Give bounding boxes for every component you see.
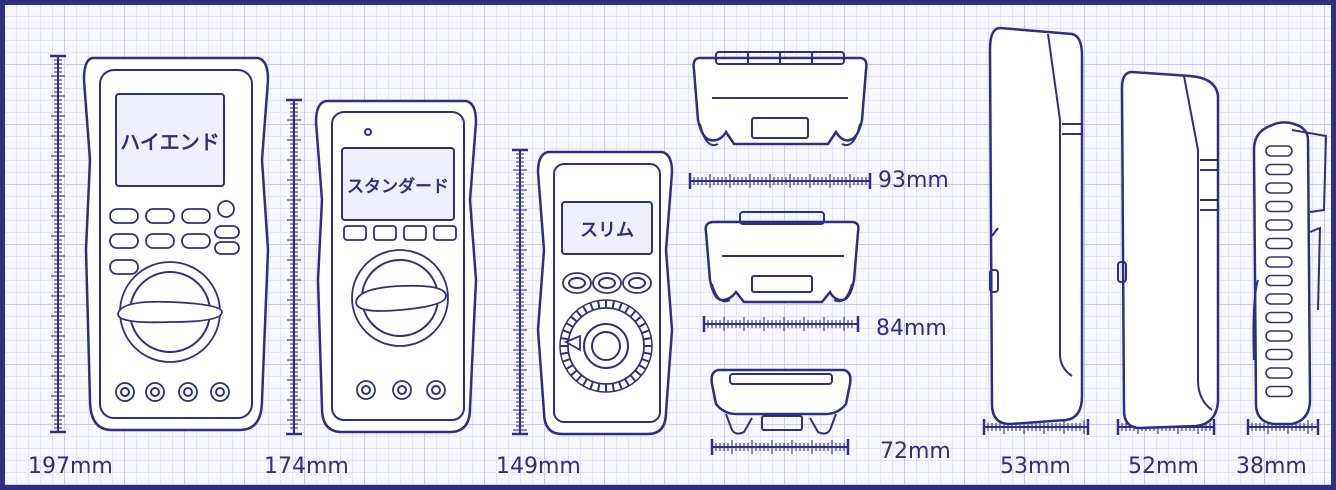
- depth-label-high-end: 53mm: [1000, 454, 1071, 479]
- depth-label-slim: 38mm: [1236, 454, 1307, 479]
- width-ruler-high-end: [688, 173, 872, 189]
- high-end-buttons: [109, 200, 240, 275]
- high-end-label: ハイエンド: [120, 130, 219, 154]
- slim-rotary-dial: [567, 307, 645, 385]
- slim-dial-knurl: [559, 299, 653, 393]
- height-ruler-standard: [286, 98, 302, 436]
- standard-buttons: [343, 225, 457, 241]
- height-ruler-slim: [512, 148, 528, 436]
- width-label-slim: 72mm: [880, 439, 951, 464]
- top-view-standard: [704, 211, 860, 304]
- top-view-slim: [710, 368, 852, 435]
- standard-meter: スタンダード: [314, 99, 478, 434]
- high-end-jack-3: [178, 382, 198, 402]
- slim-screen: [561, 201, 653, 255]
- top-view-high-end: [692, 51, 868, 146]
- slim-buttons: [562, 272, 652, 294]
- standard-label: スタンダード: [347, 176, 449, 197]
- high-end-jack-1: [115, 382, 135, 402]
- standard-jack-1: [356, 380, 376, 400]
- height-ruler-high-end: [50, 54, 66, 434]
- side-view-high-end: [988, 26, 1084, 426]
- height-label-standard: 174mm: [264, 454, 349, 479]
- high-end-screen: [115, 93, 225, 187]
- width-ruler-standard: [702, 316, 860, 332]
- slim-meter: スリム: [536, 150, 674, 436]
- slim-side-grip-slots: [1265, 145, 1293, 398]
- width-label-high-end: 93mm: [878, 168, 949, 193]
- width-label-standard: 84mm: [876, 316, 947, 341]
- standard-jack-2: [392, 380, 412, 400]
- standard-screen: [341, 147, 455, 221]
- high-end-jack-2: [145, 382, 165, 402]
- width-ruler-slim: [710, 439, 850, 455]
- height-label-slim: 149mm: [496, 454, 581, 479]
- depth-label-standard: 52mm: [1128, 454, 1199, 479]
- depth-ruler-high-end: [982, 419, 1090, 435]
- side-view-standard: [1117, 70, 1220, 430]
- side-view-slim: [1252, 121, 1328, 426]
- height-label-high-end: 197mm: [28, 454, 113, 479]
- standard-jack-3: [426, 380, 446, 400]
- high-end-jack-4: [210, 382, 230, 402]
- high-end-meter: ハイエンド: [82, 56, 270, 432]
- slim-label: スリム: [580, 220, 634, 241]
